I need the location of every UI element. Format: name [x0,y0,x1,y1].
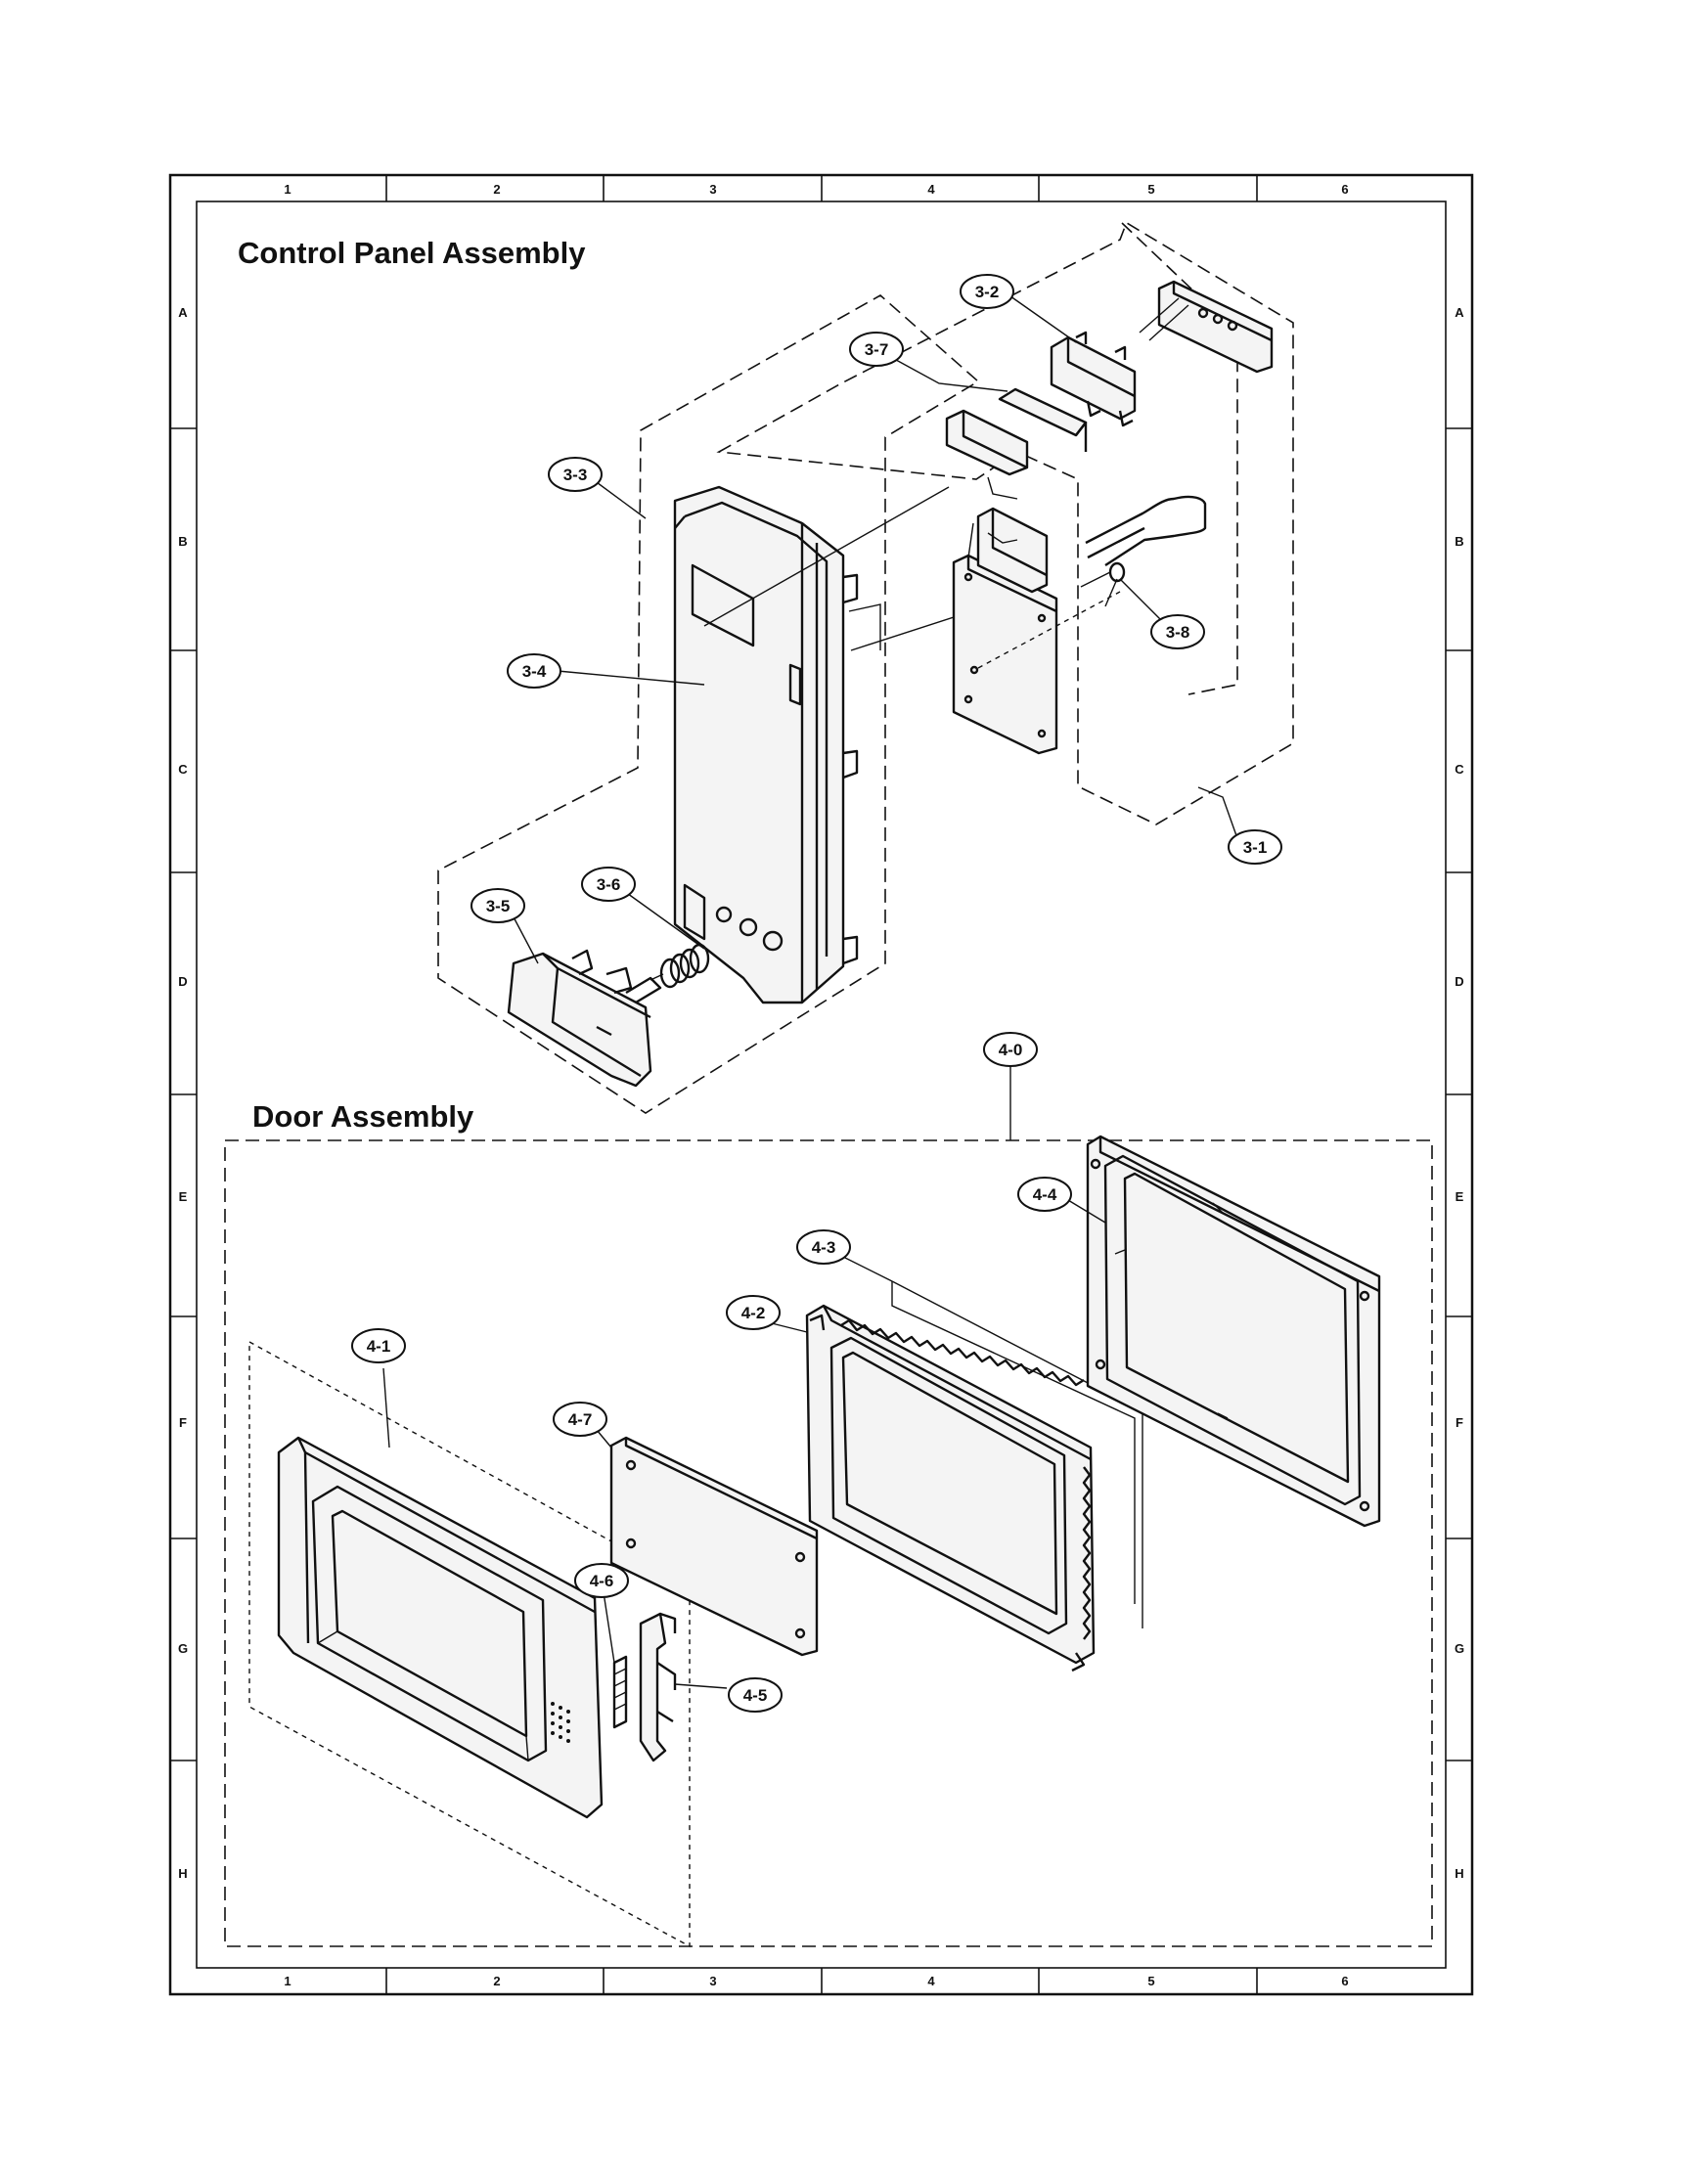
door-latch [639,1612,677,1762]
callout-3-8: 3-8 [1150,614,1205,649]
callout-4-5: 4-5 [728,1677,783,1713]
grid-row-label: D [1455,974,1463,989]
grid-row-label: G [1455,1641,1464,1656]
drawing-frame [168,173,1474,1996]
grid-row-label: A [1455,305,1464,320]
callout-label: 3-8 [1166,623,1190,642]
grid-row-labels-left: A B C D E F G H [178,305,188,1881]
door-front-panel [277,1436,604,1819]
flex-cable-and-screw [1080,495,1207,607]
grid-row-label: H [1455,1866,1463,1881]
callout-4-1: 4-1 [351,1328,406,1363]
grid-col-label: 4 [927,1974,935,1988]
callout-label: 3-2 [975,283,1000,301]
door-assembly-title: Door Assembly [252,1099,474,1134]
callout-label: 4-6 [590,1572,614,1590]
grid-column-labels-bottom: 1 2 3 4 5 6 [284,1974,1348,1988]
grid-col-label: 6 [1341,1974,1348,1988]
grid-row-label: A [178,305,188,320]
callout-3-4: 3-4 [507,653,561,689]
callout-label: 4-2 [741,1304,766,1322]
membrane-sheet [998,387,1088,452]
callout-label: 4-1 [367,1337,391,1356]
callout-4-6: 4-6 [574,1563,629,1598]
grid-col-label: 5 [1147,1974,1154,1988]
callout-4-7: 4-7 [553,1402,607,1437]
door-assembly-outline [224,1139,1433,1947]
grid-column-labels-top: 1 2 3 4 5 6 [284,182,1348,197]
pcb-inner-outline [1121,222,1238,695]
callout-label: 4-0 [999,1041,1023,1059]
grid-row-label: E [179,1189,188,1204]
callout-4-0: 4-0 [983,1032,1038,1067]
grid-row-label: E [1456,1189,1464,1204]
callout-3-2: 3-2 [960,274,1014,309]
door-vent-holes [551,1702,570,1743]
callout-4-2: 4-2 [726,1295,781,1330]
callout-3-5: 3-5 [470,888,525,923]
sub-pcb-board [1139,280,1274,374]
grid-col-label: 1 [284,182,291,197]
grid-row-labels-right: A B C D E F G H [1455,305,1464,1881]
callout-label: 4-3 [812,1238,836,1257]
door-inner-frame [805,1304,1096,1672]
callout-4-3: 4-3 [796,1229,851,1265]
grid-row-label: G [178,1641,188,1656]
grid-col-label: 6 [1341,182,1348,197]
callout-label: 4-7 [568,1410,593,1429]
callout-label: 3-7 [865,340,889,359]
callout-label: 4-4 [1033,1185,1057,1204]
callout-label: 4-5 [743,1686,768,1705]
grid-row-label: C [1455,762,1464,777]
grid-col-label: 2 [493,182,500,197]
grid-col-label: 1 [284,1974,291,1988]
grid-row-label: H [178,1866,187,1881]
control-panel-assembly-title: Control Panel Assembly [238,236,586,270]
callout-3-3: 3-3 [548,457,603,492]
grid-row-label: F [179,1415,187,1430]
assembly-line [703,486,950,627]
grid-row-label: F [1456,1415,1463,1430]
callout-label: 3-5 [486,897,511,915]
display-module [945,409,1029,500]
control-panel-housing [673,485,859,1004]
callout-3-6: 3-6 [581,867,636,902]
callout-label: 3-4 [522,662,547,681]
callout-label: 3-3 [563,466,588,484]
door-panel-group-outline [248,1340,691,1948]
grid-col-label: 3 [709,1974,716,1988]
latch-spring [612,1655,628,1729]
button-spring [649,943,710,989]
door-assembly [224,1135,1433,1948]
grid-row-label: B [178,534,187,549]
callout-3-7: 3-7 [849,332,904,367]
grid-row-label: C [178,762,188,777]
grid-col-label: 2 [493,1974,500,1988]
callout-leaders [382,290,1239,1689]
door-seal-frame [1086,1135,1381,1528]
grid-col-label: 4 [927,182,935,197]
assembly-line [848,603,881,650]
door-release-button [507,949,662,1088]
grid-row-label: B [1455,534,1463,549]
callout-label: 3-6 [597,875,621,894]
callout-label: 3-1 [1243,838,1268,857]
grid-col-label: 3 [709,182,716,197]
main-pcb [952,507,1121,755]
grid-row-label: D [178,974,187,989]
control-panel-assembly [437,221,1294,1114]
grid-col-label: 5 [1147,182,1154,197]
choke-cover [609,1436,819,1657]
callout-3-1: 3-1 [1228,829,1282,865]
callout-4-4: 4-4 [1017,1177,1072,1212]
